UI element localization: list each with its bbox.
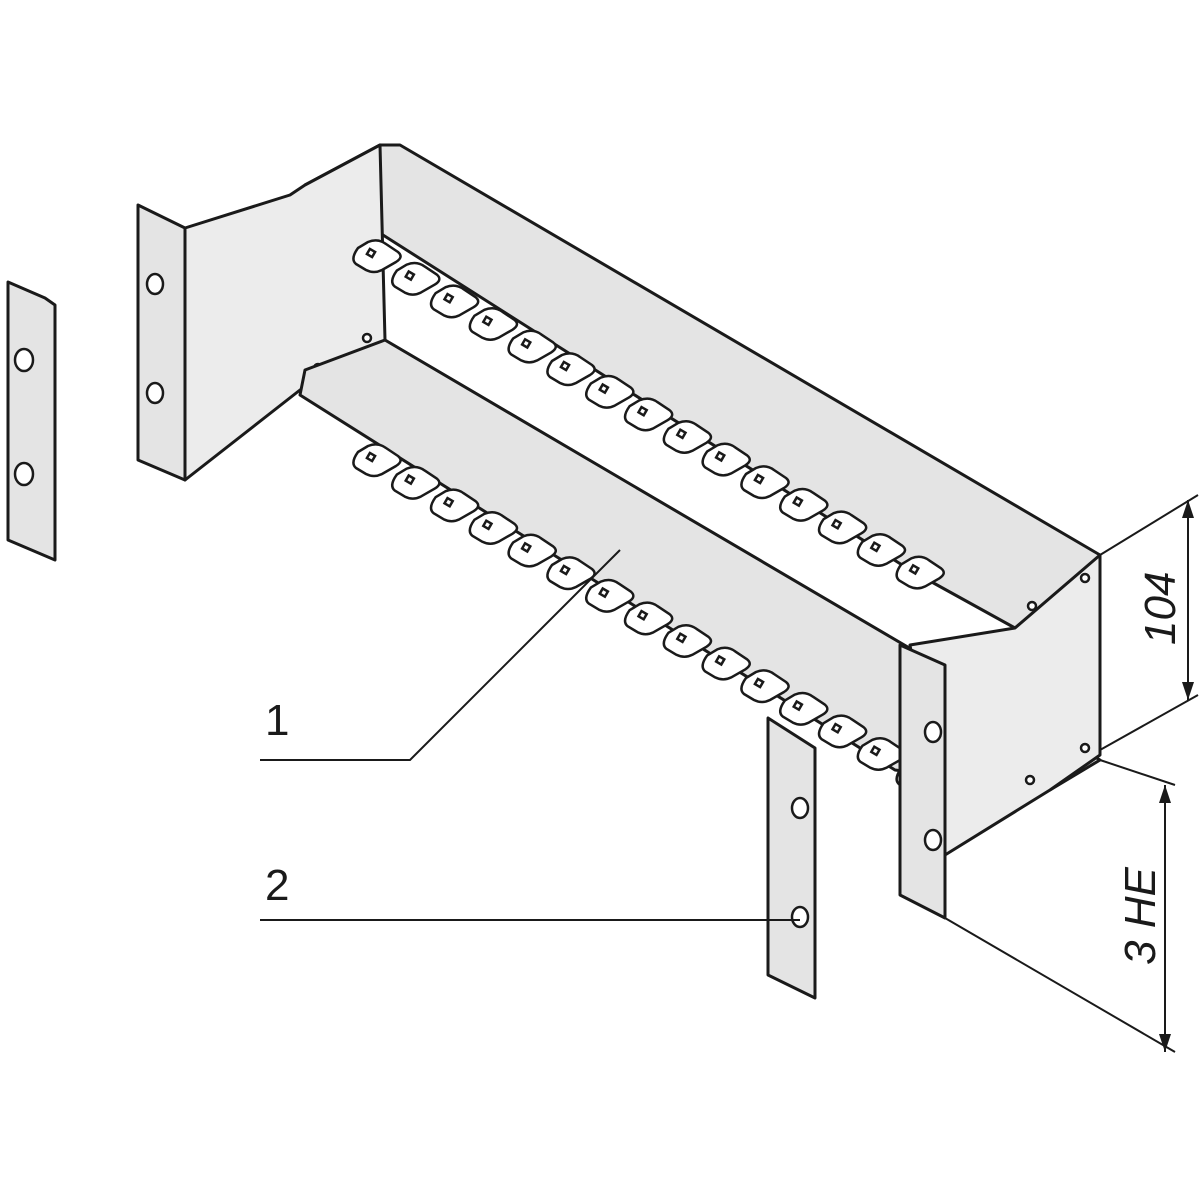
mounting-hole <box>923 720 943 744</box>
comb-slot <box>429 284 480 319</box>
slot-hole <box>403 269 416 282</box>
leader-line-1 <box>260 549 621 761</box>
dimension-depth: 104 <box>1099 494 1199 751</box>
slot-hole <box>791 699 804 712</box>
mounting-hole <box>145 381 165 405</box>
slot-hole <box>481 518 494 531</box>
comb-slot <box>352 239 402 274</box>
comb-slot <box>740 465 790 500</box>
comb-slot <box>701 442 751 477</box>
upper-slot-row <box>352 239 945 590</box>
loose-plate-left <box>6 280 57 562</box>
part-label-2: 2 <box>265 861 289 910</box>
slot-hole <box>791 495 804 508</box>
comb-slot <box>507 329 557 364</box>
slot-hole <box>597 586 610 599</box>
comb-slot <box>585 578 635 613</box>
comb-slot <box>391 261 441 296</box>
slot-hole <box>714 450 727 463</box>
leader-lines <box>260 549 800 921</box>
comb-slot <box>468 510 519 546</box>
slot-hole <box>675 631 688 644</box>
comb-slot <box>662 419 713 455</box>
dimension-height: 3 HE <box>944 759 1176 1053</box>
slot-hole <box>869 540 882 553</box>
mounting-hole <box>13 347 35 373</box>
slot-hole <box>636 609 649 622</box>
comb-slot <box>623 601 674 636</box>
slot-hole <box>365 451 377 463</box>
slot-hole <box>830 518 843 531</box>
slot-hole <box>559 564 571 576</box>
comb-slot <box>585 374 635 409</box>
comb-slot <box>856 532 907 568</box>
slot-hole <box>830 722 843 735</box>
mounting-hole <box>13 461 35 487</box>
slot-hole <box>636 405 649 418</box>
slot-hole <box>481 314 494 327</box>
slot-hole <box>597 382 610 395</box>
mounting-hole <box>923 828 943 852</box>
slot-hole <box>675 427 688 440</box>
rivet-hole <box>1024 774 1036 786</box>
left-flange <box>136 143 387 482</box>
slot-hole <box>442 292 455 305</box>
comb-slot <box>779 691 829 726</box>
part-label-1: 1 <box>265 696 289 745</box>
slot-hole <box>520 541 533 554</box>
comb-slot <box>701 646 751 681</box>
slot-hole <box>753 677 765 689</box>
slot-hole <box>753 473 765 485</box>
mounting-hole <box>790 905 810 929</box>
slot-hole <box>442 496 455 509</box>
comb-slot <box>507 533 557 568</box>
comb-slot <box>352 443 402 478</box>
loose-plate-part-2 <box>766 716 817 1000</box>
comb-slot <box>779 487 829 522</box>
slot-hole <box>559 360 571 372</box>
comb-slot <box>623 397 674 432</box>
rivet-hole <box>361 332 373 344</box>
comb-slot <box>391 465 441 500</box>
rivet-hole <box>1079 742 1091 754</box>
slot-hole <box>403 473 416 486</box>
comb-slot <box>429 488 480 523</box>
comb-slot <box>662 623 713 659</box>
slot-hole <box>908 563 921 576</box>
comb-slot <box>468 306 519 342</box>
dimension-depth-label: 104 <box>1136 572 1185 645</box>
comb-slot <box>817 510 868 545</box>
comb-slot <box>740 669 790 704</box>
comb-slot <box>895 555 945 590</box>
right-flange <box>898 553 1102 920</box>
dimension-height-label: 3 HE <box>1116 867 1165 965</box>
mounting-hole <box>145 272 165 296</box>
slot-hole <box>714 654 727 667</box>
slot-hole <box>520 337 533 350</box>
comb-slot <box>817 714 868 749</box>
slot-hole <box>869 744 882 757</box>
mounting-hole <box>790 796 810 820</box>
comb-slot <box>546 352 596 387</box>
slot-hole <box>365 247 377 259</box>
rivet-hole <box>1079 572 1091 584</box>
rivet-hole <box>1026 600 1038 612</box>
